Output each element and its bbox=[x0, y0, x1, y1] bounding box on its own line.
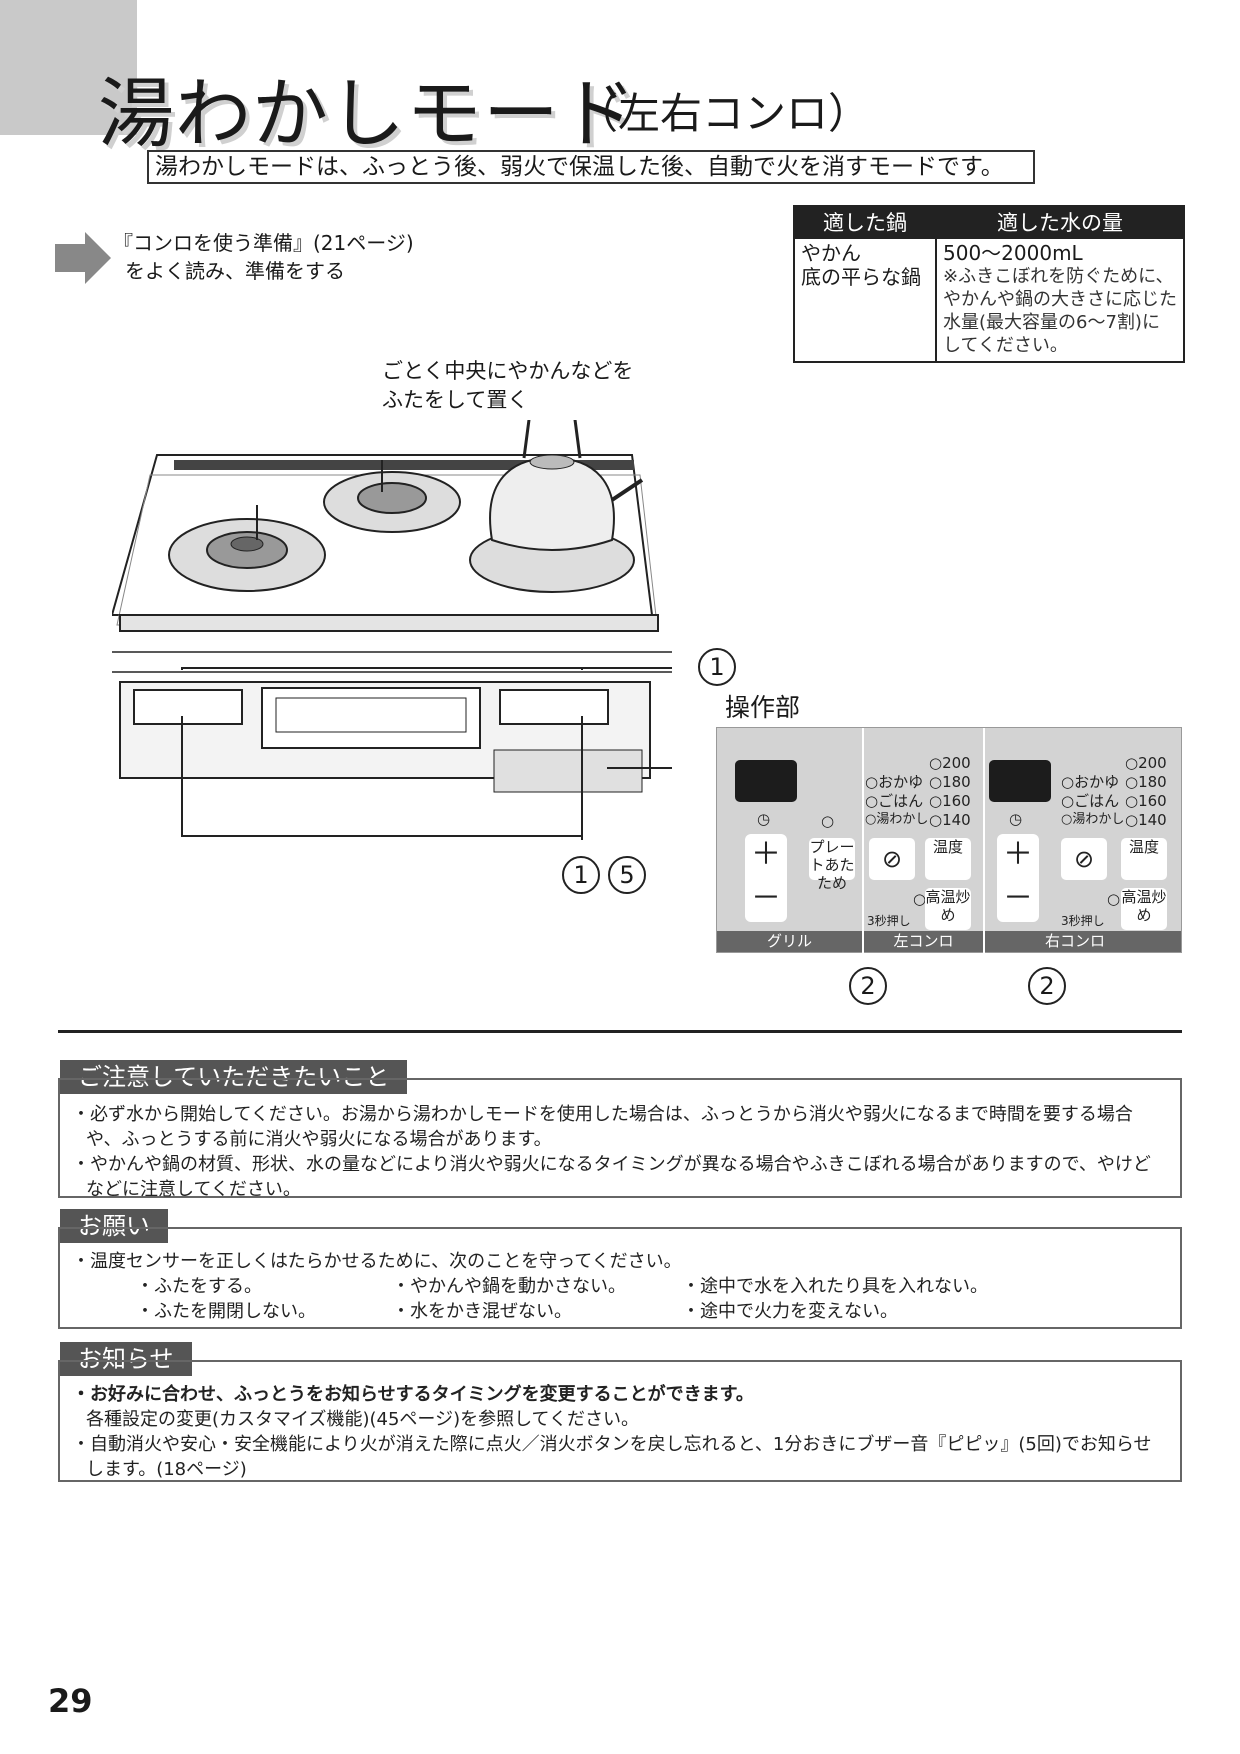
control-panel: グリル 左コンロ 右コンロ ◷ ○ ＋ － プレートあたため ○200 ○おかゆ… bbox=[716, 727, 1182, 954]
temp-160: ○160 bbox=[929, 792, 971, 810]
r-temp-label: 温度 bbox=[1128, 838, 1159, 856]
request-a1: ・ふたをする。 bbox=[136, 1276, 262, 1297]
mark-2-left: 2 bbox=[849, 967, 887, 1005]
request-header: お願い bbox=[60, 1209, 168, 1243]
temp-180: ○180 bbox=[929, 773, 971, 791]
pot-kettle: やかん bbox=[801, 241, 861, 265]
timer-icon-right: ◷ bbox=[1009, 810, 1023, 828]
col-header-amount: 適した水の量 bbox=[935, 205, 1185, 239]
kettle-icon bbox=[469, 420, 644, 593]
plus-icon: ＋ bbox=[751, 837, 781, 872]
temp-200: ○200 bbox=[929, 754, 971, 772]
back-burner-icon bbox=[323, 460, 461, 533]
intro-box: 湯わかしモードは、ふっとう後、弱火で保温した後、自動で火を消すモードです。 bbox=[147, 150, 1035, 184]
r-temp-140: ○140 bbox=[1125, 811, 1167, 829]
pot-flat: 底の平らな鍋 bbox=[801, 265, 921, 289]
r-temp-200: ○200 bbox=[1125, 754, 1167, 772]
grill-footer: グリル bbox=[717, 931, 862, 952]
high-temp-button[interactable]: 高温炒め bbox=[925, 888, 971, 930]
operation-label: 操作部 bbox=[725, 693, 801, 722]
water-note: ※ふきこぼれを防ぐために、やかんや鍋の大きさに応じた水量(最大容量の6〜7割)に… bbox=[943, 266, 1177, 356]
right-display bbox=[989, 760, 1051, 802]
mark-5: 5 bbox=[608, 856, 646, 894]
mark-1-bottom: 1 bbox=[562, 856, 600, 894]
r-pot-kettle-icon: ⊘ bbox=[1073, 845, 1095, 873]
grill-led-icon: ○ bbox=[821, 812, 835, 830]
corner-tab bbox=[0, 0, 137, 135]
mode-okayu: ○おかゆ bbox=[865, 773, 924, 791]
plate-warm-button[interactable]: プレートあたため bbox=[809, 838, 855, 892]
r-temp-160: ○160 bbox=[1125, 792, 1167, 810]
request-box: ・温度センサーを正しくはたらかせるために、次のことを守ってください。 ・ふたをす… bbox=[58, 1227, 1182, 1329]
temp-label: 温度 bbox=[932, 838, 963, 856]
notice-item-1: ・お好みに合わせ、ふっとうをお知らせするタイミングを変更することができます。 bbox=[72, 1384, 754, 1405]
grill-plus-minus-button[interactable]: ＋ － bbox=[745, 834, 787, 922]
prep-line2: をよく読み、準備をする bbox=[125, 259, 345, 283]
temp-140: ○140 bbox=[929, 811, 971, 829]
pot-kettle-icon: ⊘ bbox=[881, 845, 903, 873]
r-temp-180: ○180 bbox=[1125, 773, 1167, 791]
page-number: 29 bbox=[48, 1682, 93, 1720]
caution-item-2: ・やかんや鍋の材質、形状、水の量などにより消火や弱火になるタイミングが異なる場合… bbox=[72, 1154, 1151, 1200]
prep-instruction: 『コンロを使う準備』(21ページ) をよく読み、準備をする bbox=[113, 229, 414, 285]
timer-icon: ◷ bbox=[757, 810, 771, 828]
section-divider bbox=[58, 1030, 1182, 1033]
right-plus-minus-button[interactable]: ＋ － bbox=[997, 834, 1039, 922]
arrow-right-icon bbox=[55, 232, 111, 284]
notice-box: ・お好みに合わせ、ふっとうをお知らせするタイミングを変更することができます。 各… bbox=[58, 1360, 1182, 1482]
right-footer: 右コンロ bbox=[985, 931, 1181, 952]
mode-gohan: ○ごはん bbox=[865, 792, 924, 810]
request-a2: ・ふたを開閉しない。 bbox=[136, 1301, 316, 1322]
r-high-temp-button[interactable]: 高温炒め bbox=[1121, 888, 1167, 930]
suitable-pots-table: 適した鍋 適した水の量 やかん 底の平らな鍋 500〜2000mL ※ふきこぼれ… bbox=[793, 205, 1185, 363]
notice-header: お知らせ bbox=[60, 1342, 192, 1376]
minus-icon-right: － bbox=[1003, 881, 1033, 916]
mark-1-top: 1 bbox=[698, 648, 736, 686]
left-led-icon: ○ bbox=[913, 890, 927, 908]
mode-yuwakashi: ○湯わかし bbox=[865, 812, 929, 827]
amount-cell: 500〜2000mL ※ふきこぼれを防ぐために、やかんや鍋の大きさに応じた水量(… bbox=[935, 237, 1185, 363]
notice-item-2: ・自動消火や安心・安全機能により火が消えた際に点火／消火ボタンを戻し忘れると、1… bbox=[72, 1434, 1152, 1480]
col-header-pot: 適した鍋 bbox=[793, 205, 937, 239]
temp-button[interactable]: 温度 bbox=[925, 838, 971, 880]
left-burner-icon bbox=[168, 505, 326, 592]
prep-line1: 『コンロを使う準備』(21ページ) bbox=[113, 231, 414, 255]
hold-3s-right: 3秒押し bbox=[1061, 914, 1105, 928]
mode-select-button[interactable]: ⊘ bbox=[869, 838, 915, 880]
left-footer: 左コンロ bbox=[864, 931, 983, 952]
plus-icon-right: ＋ bbox=[1003, 837, 1033, 872]
r-mode-yuwakashi: ○湯わかし bbox=[1061, 812, 1125, 827]
request-c2: ・途中で火力を変えない。 bbox=[682, 1301, 898, 1322]
r-mode-okayu: ○おかゆ bbox=[1061, 773, 1120, 791]
notice-item-1b: 各種設定の変更(カスタマイズ機能)(45ページ)を参照してください。 bbox=[86, 1409, 640, 1430]
pot-cell: やかん 底の平らな鍋 bbox=[793, 237, 937, 363]
right-led-icon: ○ bbox=[1107, 890, 1121, 908]
page-title: 湯わかしモード bbox=[98, 69, 637, 158]
r-temp-button[interactable]: 温度 bbox=[1121, 838, 1167, 880]
grill-display bbox=[735, 760, 797, 802]
place-line1: ごとく中央にやかんなどを bbox=[382, 359, 634, 383]
stove-illustration bbox=[112, 420, 672, 840]
caution-box: ・必ず水から開始してください。お湯から湯わかしモードを使用した場合は、ふっとうか… bbox=[58, 1078, 1182, 1200]
caution-header: ご注意していただきたいこと bbox=[60, 1060, 408, 1094]
minus-icon: － bbox=[751, 881, 781, 916]
request-b2: ・水をかき混ぜない。 bbox=[392, 1301, 572, 1322]
caution-item-1: ・必ず水から開始してください。お湯から湯わかしモードを使用した場合は、ふっとうか… bbox=[72, 1104, 1133, 1150]
hold-3s-left: 3秒押し bbox=[867, 914, 911, 928]
r-mode-select-button[interactable]: ⊘ bbox=[1061, 838, 1107, 880]
page-subtitle: （左右コンロ） bbox=[576, 89, 871, 138]
place-instruction: ごとく中央にやかんなどを ふたをして置く bbox=[382, 357, 633, 415]
water-amount: 500〜2000mL bbox=[943, 241, 1083, 265]
place-line2: ふたをして置く bbox=[382, 388, 529, 412]
r-mode-gohan: ○ごはん bbox=[1061, 792, 1120, 810]
request-c1: ・途中で水を入れたり具を入れない。 bbox=[682, 1276, 988, 1297]
mark-2-right: 2 bbox=[1028, 967, 1066, 1005]
request-intro: ・温度センサーを正しくはたらかせるために、次のことを守ってください。 bbox=[72, 1251, 682, 1272]
request-b1: ・やかんや鍋を動かさない。 bbox=[392, 1276, 626, 1297]
request-list: ・ふたをする。 ・ふたを開閉しない。 ・やかんや鍋を動かさない。 ・水をかき混ぜ… bbox=[72, 1274, 1168, 1324]
